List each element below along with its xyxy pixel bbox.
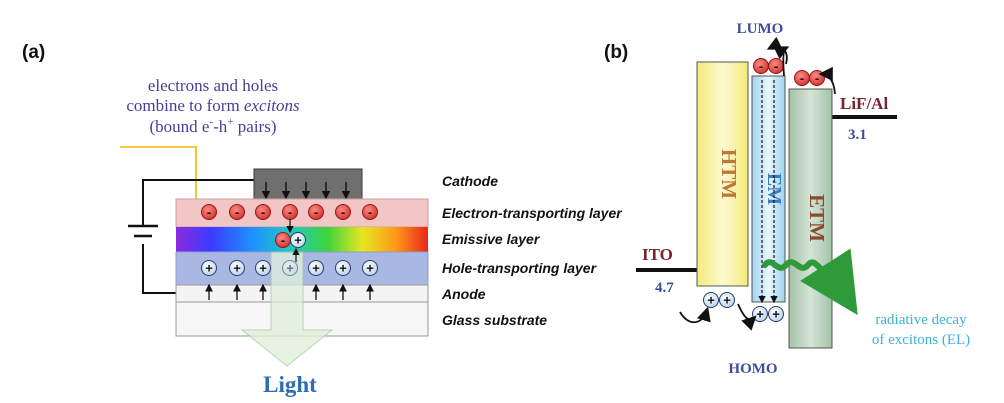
electron: - (201, 204, 217, 220)
hole: + (282, 260, 298, 276)
svg-text:-: - (759, 59, 763, 74)
radiative-wave-arrow (800, 248, 858, 316)
caption-line-2: combine to form excitons (126, 96, 300, 115)
cathode-arrows (261, 182, 351, 200)
exciton-pair: - + (275, 232, 306, 248)
lif-label: LiF/Al (840, 94, 888, 113)
svg-text:+: + (233, 261, 241, 276)
hole: + (201, 260, 217, 276)
caption-line-1: electrons and holes (148, 76, 278, 95)
label-etl: Electron-transporting layer (442, 205, 623, 221)
panel-a-label: (a) (22, 42, 45, 63)
homo-label: HOMO (728, 361, 777, 377)
svg-text:-: - (341, 205, 345, 220)
electron: - (753, 58, 769, 74)
exciton-electron: - (275, 232, 291, 248)
electron: - (335, 204, 351, 220)
label-glass: Glass substrate (442, 312, 547, 328)
svg-text:-: - (281, 233, 285, 248)
lumo-electrons: - - - - (753, 58, 825, 86)
etm-label: ETM (805, 194, 829, 242)
hop-arrows (679, 36, 836, 331)
radiative-line-2: of excitons (EL) (872, 332, 970, 348)
electron: - (229, 204, 245, 220)
electron: - (768, 58, 784, 74)
anode-arrows (205, 283, 374, 300)
electron: - (255, 204, 271, 220)
electron: - (794, 70, 810, 86)
svg-text:+: + (366, 261, 374, 276)
electron: - (809, 70, 825, 86)
svg-text:+: + (205, 261, 213, 276)
htm-block (696, 61, 749, 287)
radiative-line-1: radiative decay (875, 312, 967, 328)
hole: + (335, 260, 351, 276)
lumo-label: LUMO (737, 21, 784, 37)
light-label: Light (263, 372, 317, 397)
hole: + (255, 260, 271, 276)
svg-text:-: - (288, 205, 292, 220)
svg-text:+: + (707, 293, 715, 308)
label-htl: Hole-transporting layer (442, 260, 598, 276)
svg-text:+: + (312, 261, 320, 276)
svg-text:-: - (314, 205, 318, 220)
caption-line-2-prefix: combine to form (126, 96, 244, 115)
hole: + (768, 306, 784, 322)
svg-text:+: + (339, 261, 347, 276)
htm-label: HTM (717, 149, 741, 199)
exciton-caption: electrons and holes combine to form exci… (126, 76, 300, 136)
panel-a: (a) electrons and holes combine to form … (22, 42, 623, 397)
electron: - (308, 204, 324, 220)
svg-text:-: - (774, 59, 778, 74)
panel-b-label: (b) (604, 42, 628, 63)
hole: + (229, 260, 245, 276)
holes-htl: + + + + + + + (201, 260, 378, 276)
label-anode: Anode (441, 286, 486, 302)
ito-label: ITO (642, 245, 673, 264)
svg-text:-: - (368, 205, 372, 220)
electron: - (282, 204, 298, 220)
svg-text:-: - (207, 205, 211, 220)
exciton-hole: + (290, 232, 306, 248)
label-emissive: Emissive layer (442, 231, 541, 247)
homo-holes: + + + + (703, 292, 784, 322)
label-cathode: Cathode (442, 173, 498, 189)
electron-transport-layer (175, 198, 429, 228)
electron: - (362, 204, 378, 220)
hole: + (362, 260, 378, 276)
em-label: EM (763, 173, 785, 205)
hole: + (703, 292, 719, 308)
electrons-etl: - - - - - - - (201, 204, 378, 220)
svg-text:-: - (815, 71, 819, 86)
light-arrow (240, 251, 334, 367)
svg-text:+: + (723, 293, 731, 308)
caption-line-3: (bound e--h+ pairs) (150, 116, 277, 136)
caption-excitons: excitons (244, 96, 300, 115)
svg-text:-: - (800, 71, 804, 86)
svg-text:+: + (772, 307, 780, 322)
svg-text:-: - (261, 205, 265, 220)
lif-value: 3.1 (848, 127, 867, 143)
svg-text:+: + (286, 261, 294, 276)
svg-text:+: + (259, 261, 267, 276)
circuit-wires (128, 179, 254, 294)
svg-text:+: + (294, 233, 302, 248)
svg-text:-: - (235, 205, 239, 220)
hole: + (752, 306, 768, 322)
svg-text:+: + (756, 307, 764, 322)
panel-b: (b) LUMO HTM EM ETM - - - - + + + (604, 21, 970, 377)
hole: + (308, 260, 324, 276)
hole: + (719, 292, 735, 308)
ito-value: 4.7 (655, 280, 674, 296)
